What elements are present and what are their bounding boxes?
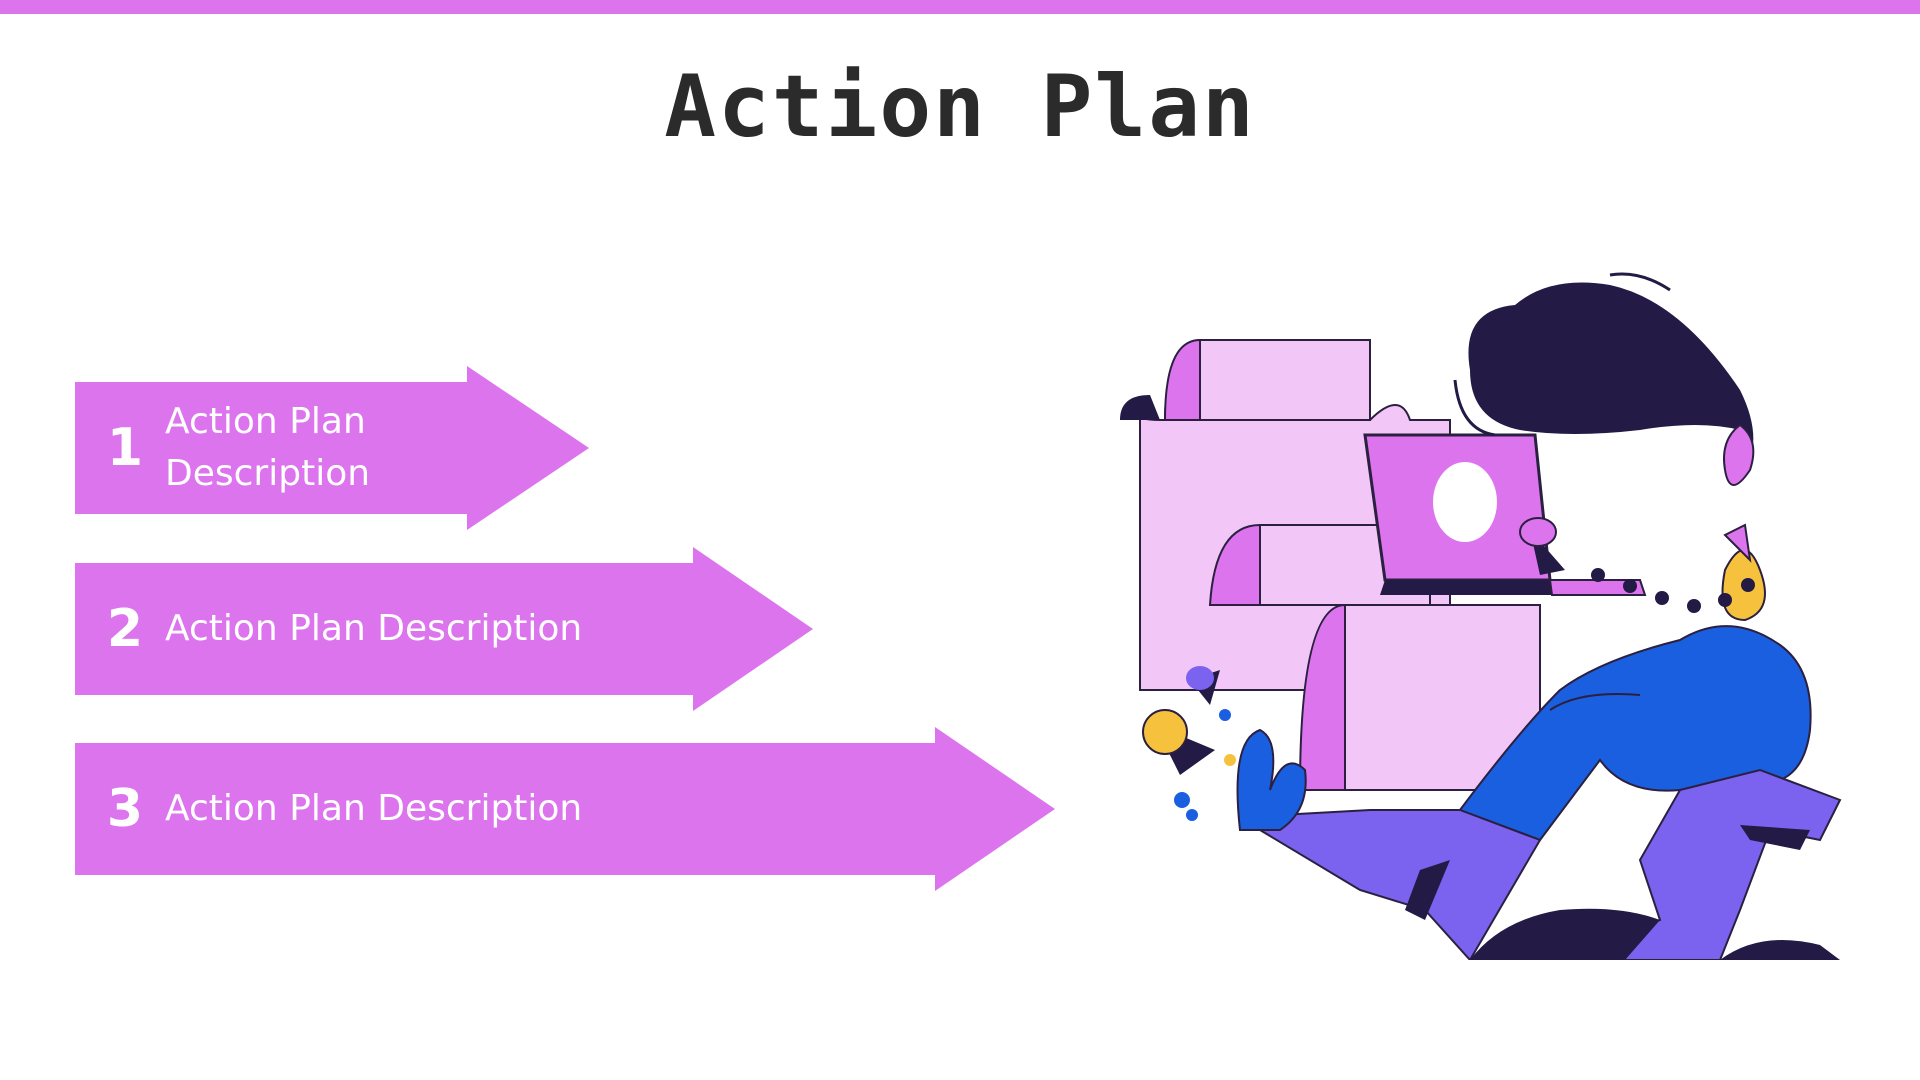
slide-title: Action Plan — [664, 57, 1256, 157]
leaf — [1236, 728, 1307, 831]
arrow-shape — [75, 366, 589, 530]
dot — [1718, 593, 1732, 607]
dot — [1591, 568, 1605, 582]
left-boot — [1258, 809, 1542, 962]
dot — [1655, 591, 1669, 605]
arrow-shape — [75, 727, 1055, 891]
step-label: Action Plan Description — [165, 608, 583, 649]
person-with-laptop-illustration — [1120, 270, 1860, 962]
arrow-shape — [75, 547, 813, 711]
step-number: 1 — [106, 418, 144, 478]
step-arrow-2: 2 Action Plan Description — [75, 547, 813, 711]
step-arrow-3: 3 Action Plan Description — [75, 727, 1055, 891]
top-accent-bar — [0, 0, 1920, 14]
ground-shadow — [1470, 908, 1660, 960]
dot — [1687, 599, 1701, 613]
right-boot — [1624, 768, 1842, 961]
hair — [1468, 282, 1754, 460]
step-arrow-1: 1 Action Plan Description — [75, 366, 589, 530]
body — [1458, 625, 1812, 842]
illustration-graphic — [1120, 272, 1842, 962]
step-label: Action Plan Description — [165, 788, 583, 829]
step-label-line-1: Action Plan — [165, 401, 366, 442]
step-number: 3 — [106, 779, 144, 839]
step-label-line-2: Description — [165, 453, 371, 494]
step-number: 2 — [106, 599, 144, 659]
dot — [1623, 579, 1637, 593]
